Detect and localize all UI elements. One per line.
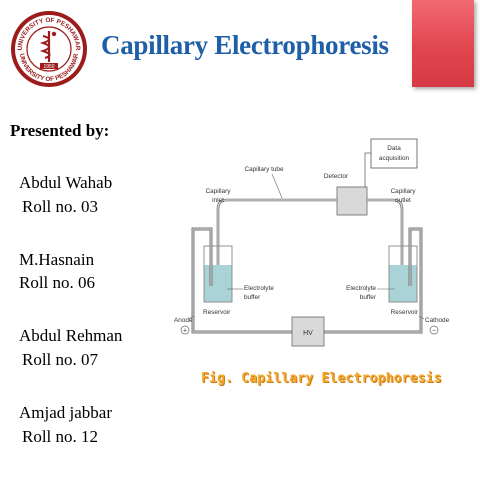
member-name-4: Amjad jabbar bbox=[19, 403, 112, 422]
right-reservoir bbox=[388, 245, 418, 303]
capillary-outlet-label-2: outlet bbox=[395, 197, 411, 204]
cathode-label: Cathode bbox=[425, 317, 450, 324]
data-acquisition-label-2: acquisition bbox=[379, 155, 410, 162]
anode-label: Anode bbox=[174, 317, 193, 324]
figure-caption: Fig. Capillary Electrophoresis bbox=[201, 371, 442, 386]
capillary-inlet-label-2: inlet bbox=[212, 197, 224, 204]
member-roll-4: Roll no. 12 bbox=[22, 427, 99, 446]
reservoir-left-label: Reservoir bbox=[203, 309, 231, 316]
cathode-sign-circle bbox=[429, 325, 439, 335]
member-name-3: Abdul Rehman bbox=[19, 326, 123, 345]
capillary-tube-label: Capillary tube bbox=[244, 166, 284, 173]
cathode-sign: − bbox=[432, 328, 436, 335]
data-acquisition-box bbox=[370, 138, 418, 169]
anode-sign: + bbox=[183, 328, 187, 335]
seal-year: 1950 bbox=[43, 64, 54, 70]
capillary-outlet-label-1: Capillary bbox=[391, 188, 417, 195]
anode-sign-circle bbox=[180, 325, 190, 335]
capillary-inlet-label-1: Capillary bbox=[206, 188, 232, 195]
left-reservoir bbox=[203, 245, 233, 303]
university-seal-logo: UNIVERSITY OF PESHAWAR UNIVERSITY OF PES… bbox=[11, 11, 87, 87]
data-acquisition-label-1: Data bbox=[387, 145, 401, 152]
right-buffer-fill bbox=[389, 265, 417, 302]
electrolyte-right-label-1: Electrolyte bbox=[346, 285, 376, 292]
left-buffer-fill bbox=[204, 265, 232, 302]
member-roll-1: Roll no. 03 bbox=[22, 197, 99, 216]
electrolyte-right-label-2: buffer bbox=[360, 294, 377, 301]
reservoir-right-label: Reservoir bbox=[391, 309, 419, 316]
detector-label: Detector bbox=[324, 173, 349, 180]
accent-block bbox=[412, 0, 474, 87]
member-roll-3: Roll no. 07 bbox=[22, 350, 99, 369]
capillary-electrophoresis-diagram: Data acquisition Detector Capillary tube… bbox=[174, 138, 450, 347]
hv-label: HV bbox=[303, 330, 313, 337]
member-roll-2: Roll no. 06 bbox=[19, 273, 96, 292]
member-name-1: Abdul Wahab bbox=[19, 173, 113, 192]
electrolyte-left-label-1: Electrolyte bbox=[244, 285, 274, 292]
presenter-heading: Presented by: bbox=[10, 121, 110, 140]
detector-box bbox=[336, 186, 368, 216]
electrolyte-left-label-2: buffer bbox=[244, 294, 261, 301]
member-name-2: M.Hasnain bbox=[19, 250, 95, 269]
slide-title: Capillary Electrophoresis bbox=[101, 30, 389, 60]
hv-box bbox=[291, 316, 325, 347]
